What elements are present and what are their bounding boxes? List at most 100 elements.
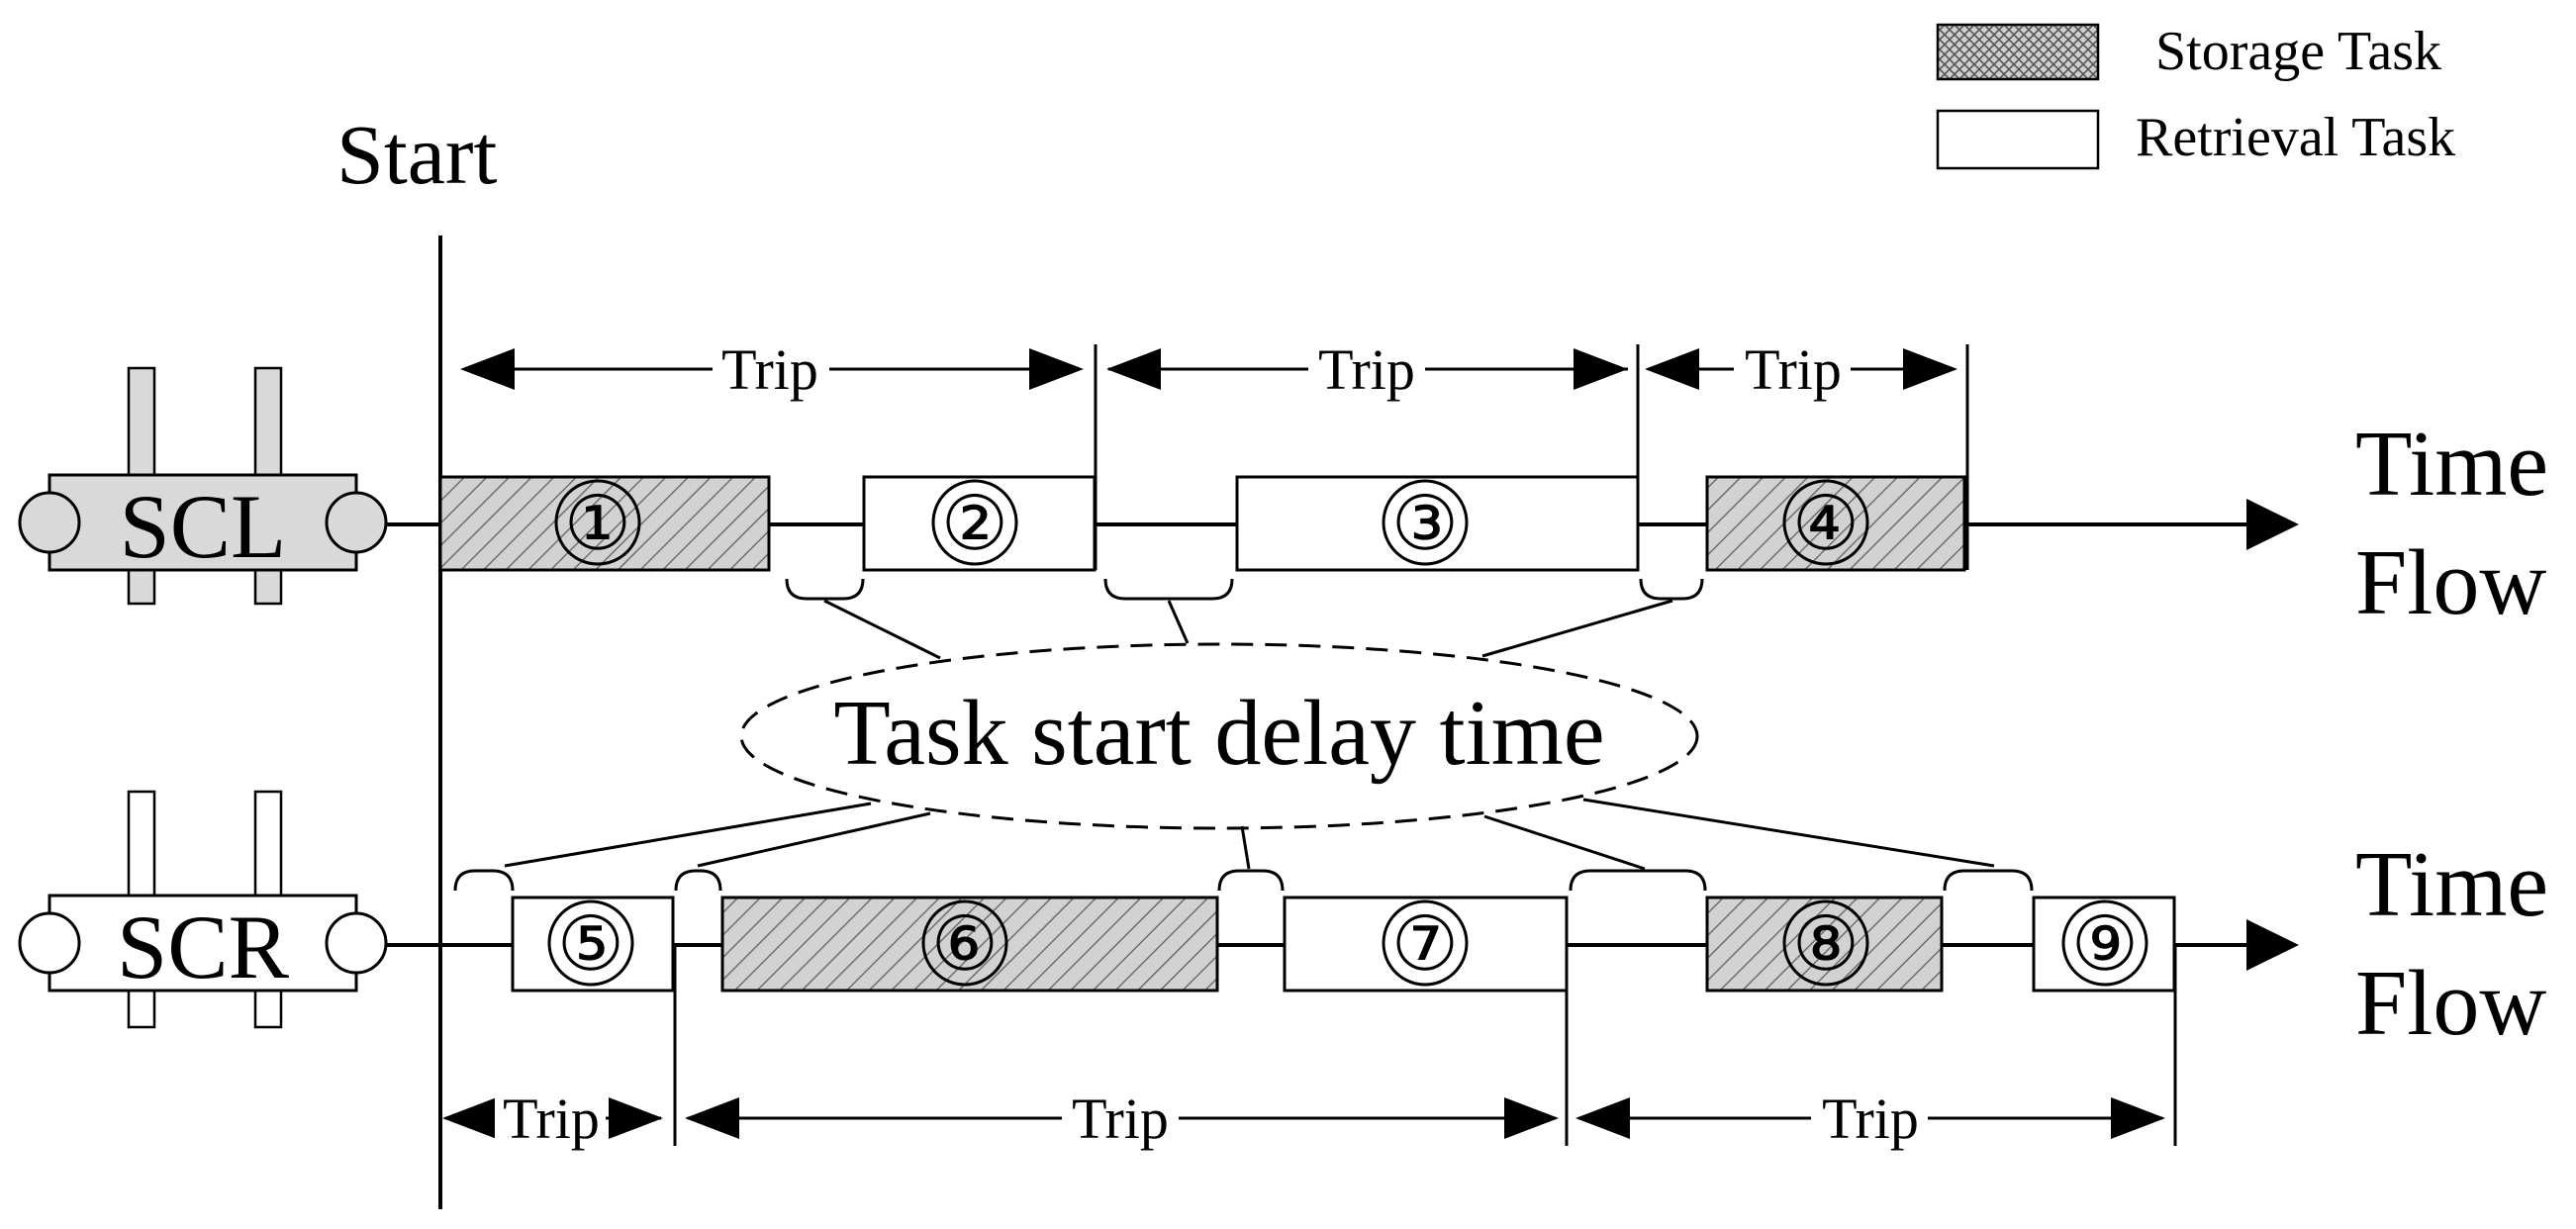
trip-label: Trip <box>503 1087 600 1151</box>
scl-flow-flow: Flow <box>2355 531 2546 634</box>
delay-label: Task start delay time <box>833 682 1604 785</box>
trip-arrow-right <box>1574 348 1628 390</box>
legend: Storage Task Retrieval Task <box>1936 21 2455 170</box>
scr-task-6: ⑥ <box>720 896 1219 993</box>
scl-task-3: ③ <box>1235 475 1640 572</box>
scr-delay-bracket <box>1217 869 1285 892</box>
task-box-retrieval <box>1235 475 1640 572</box>
scl-time-arrow <box>2246 499 2299 550</box>
trip-label-bg <box>713 336 829 400</box>
trip-arrow-right <box>2111 1097 2165 1139</box>
trip-label-bg <box>1062 1087 1179 1150</box>
task-number-circle <box>1782 479 1869 566</box>
task-box-storage <box>1705 896 1944 993</box>
task-number-circle <box>921 899 1008 987</box>
scl-label: SCL <box>120 476 287 577</box>
scr-task-8: ⑧ <box>1705 896 1944 993</box>
task-box-retrieval <box>1283 896 1569 993</box>
task-number-circle <box>1782 899 1869 987</box>
scl-task-4: ④ <box>1705 475 1966 572</box>
task-number: ⑥ <box>931 903 999 987</box>
trip-label: Trip <box>1072 1087 1169 1151</box>
trip-label-bg <box>495 1087 606 1150</box>
scr-time-arrow <box>2246 919 2299 971</box>
task-number: ④ <box>1792 483 1860 566</box>
task-number: ① <box>564 483 631 566</box>
trip-arrow-left <box>442 1097 497 1139</box>
task-number-circle <box>1382 899 1469 987</box>
scl-wheel-right <box>325 491 388 554</box>
scl-flow-time: Time <box>2355 413 2548 516</box>
trip-arrow-left <box>460 348 515 390</box>
task-number-circle <box>554 479 641 566</box>
scl-body <box>48 473 358 572</box>
start-label: Start <box>336 107 498 202</box>
scr-trip-2: Trip <box>685 1087 1559 1151</box>
machine-scl: SCL <box>18 366 388 606</box>
delay-connectors <box>504 599 1995 871</box>
legend-retrieval-swatch <box>1936 109 2100 170</box>
scr-label: SCR <box>117 897 290 997</box>
task-box-retrieval <box>511 896 675 993</box>
trip-label: Trip <box>1822 1087 1919 1151</box>
trip-label: Trip <box>1745 337 1842 402</box>
task-number: ③ <box>1391 483 1459 566</box>
scr-task-7: ⑦ <box>1283 896 1569 993</box>
task-box-storage <box>720 896 1219 993</box>
legend-retrieval-label: Retrieval Task <box>2136 107 2455 168</box>
trip-arrow-right <box>1029 348 1084 390</box>
scr-trip-1: Trip <box>442 1087 663 1151</box>
scl-delay-bracket <box>1103 578 1234 601</box>
task-box-retrieval <box>862 475 1097 572</box>
task-number: ⑦ <box>1391 903 1459 987</box>
delay-ellipse <box>739 642 1699 830</box>
task-number-circle <box>2061 899 2148 987</box>
trip-label-bg <box>1811 1087 1928 1150</box>
machine-scr: SCR <box>18 790 388 1029</box>
scr-wheel-left <box>18 911 81 975</box>
task-box-retrieval <box>2032 896 2176 993</box>
scr-body <box>48 894 358 993</box>
trip-label: Trip <box>1318 337 1415 402</box>
scl-task-1: ① <box>438 475 771 572</box>
task-number-circle <box>931 479 1018 566</box>
scl-delay-bracket <box>1639 578 1704 601</box>
scr-delay-bracket <box>674 869 722 892</box>
task-number: ⑤ <box>557 903 624 987</box>
scl-task-2: ② <box>862 475 1097 572</box>
trip-arrow-left <box>1106 348 1161 390</box>
scr-flow-time: Time <box>2355 833 2548 936</box>
scr-flow-flow: Flow <box>2355 952 2546 1055</box>
scl-trip-3: Trip <box>1645 336 1957 402</box>
trip-arrow-right <box>609 1097 663 1139</box>
task-number: ⑧ <box>1792 903 1860 987</box>
trip-arrow-right <box>1903 348 1957 390</box>
task-number: ② <box>941 483 1008 566</box>
scr-task-5: ⑤ <box>511 896 675 993</box>
scr-trip-3: Trip <box>1575 1087 2165 1151</box>
scr-delay-bracket <box>1569 869 1707 892</box>
trip-label: Trip <box>721 337 818 402</box>
trip-label-bg <box>1308 336 1425 400</box>
trip-arrow-left <box>685 1097 739 1139</box>
scl-wheel-left <box>18 491 81 554</box>
trip-arrow-left <box>1575 1097 1630 1139</box>
legend-storage-swatch <box>1936 23 2100 81</box>
task-box-storage <box>1705 475 1966 572</box>
scr-wheel-right <box>325 911 388 975</box>
trip-arrow-left <box>1645 348 1699 390</box>
scl-trip-1: Trip <box>460 336 1084 402</box>
trip-arrow-right <box>1504 1097 1559 1139</box>
trip-label-bg <box>1734 336 1851 400</box>
task-number-circle <box>547 899 634 987</box>
scl-delay-bracket <box>785 578 865 601</box>
scl-trip-2: Trip <box>1106 336 1628 402</box>
task-number-circle <box>1382 479 1469 566</box>
task-number: ⑨ <box>2071 903 2139 987</box>
task-box-storage <box>438 475 771 572</box>
scr-task-9: ⑨ <box>2032 896 2176 993</box>
scr-delay-bracket <box>1943 869 2034 892</box>
legend-storage-label: Storage Task <box>2155 21 2441 82</box>
scr-delay-bracket <box>453 869 515 892</box>
